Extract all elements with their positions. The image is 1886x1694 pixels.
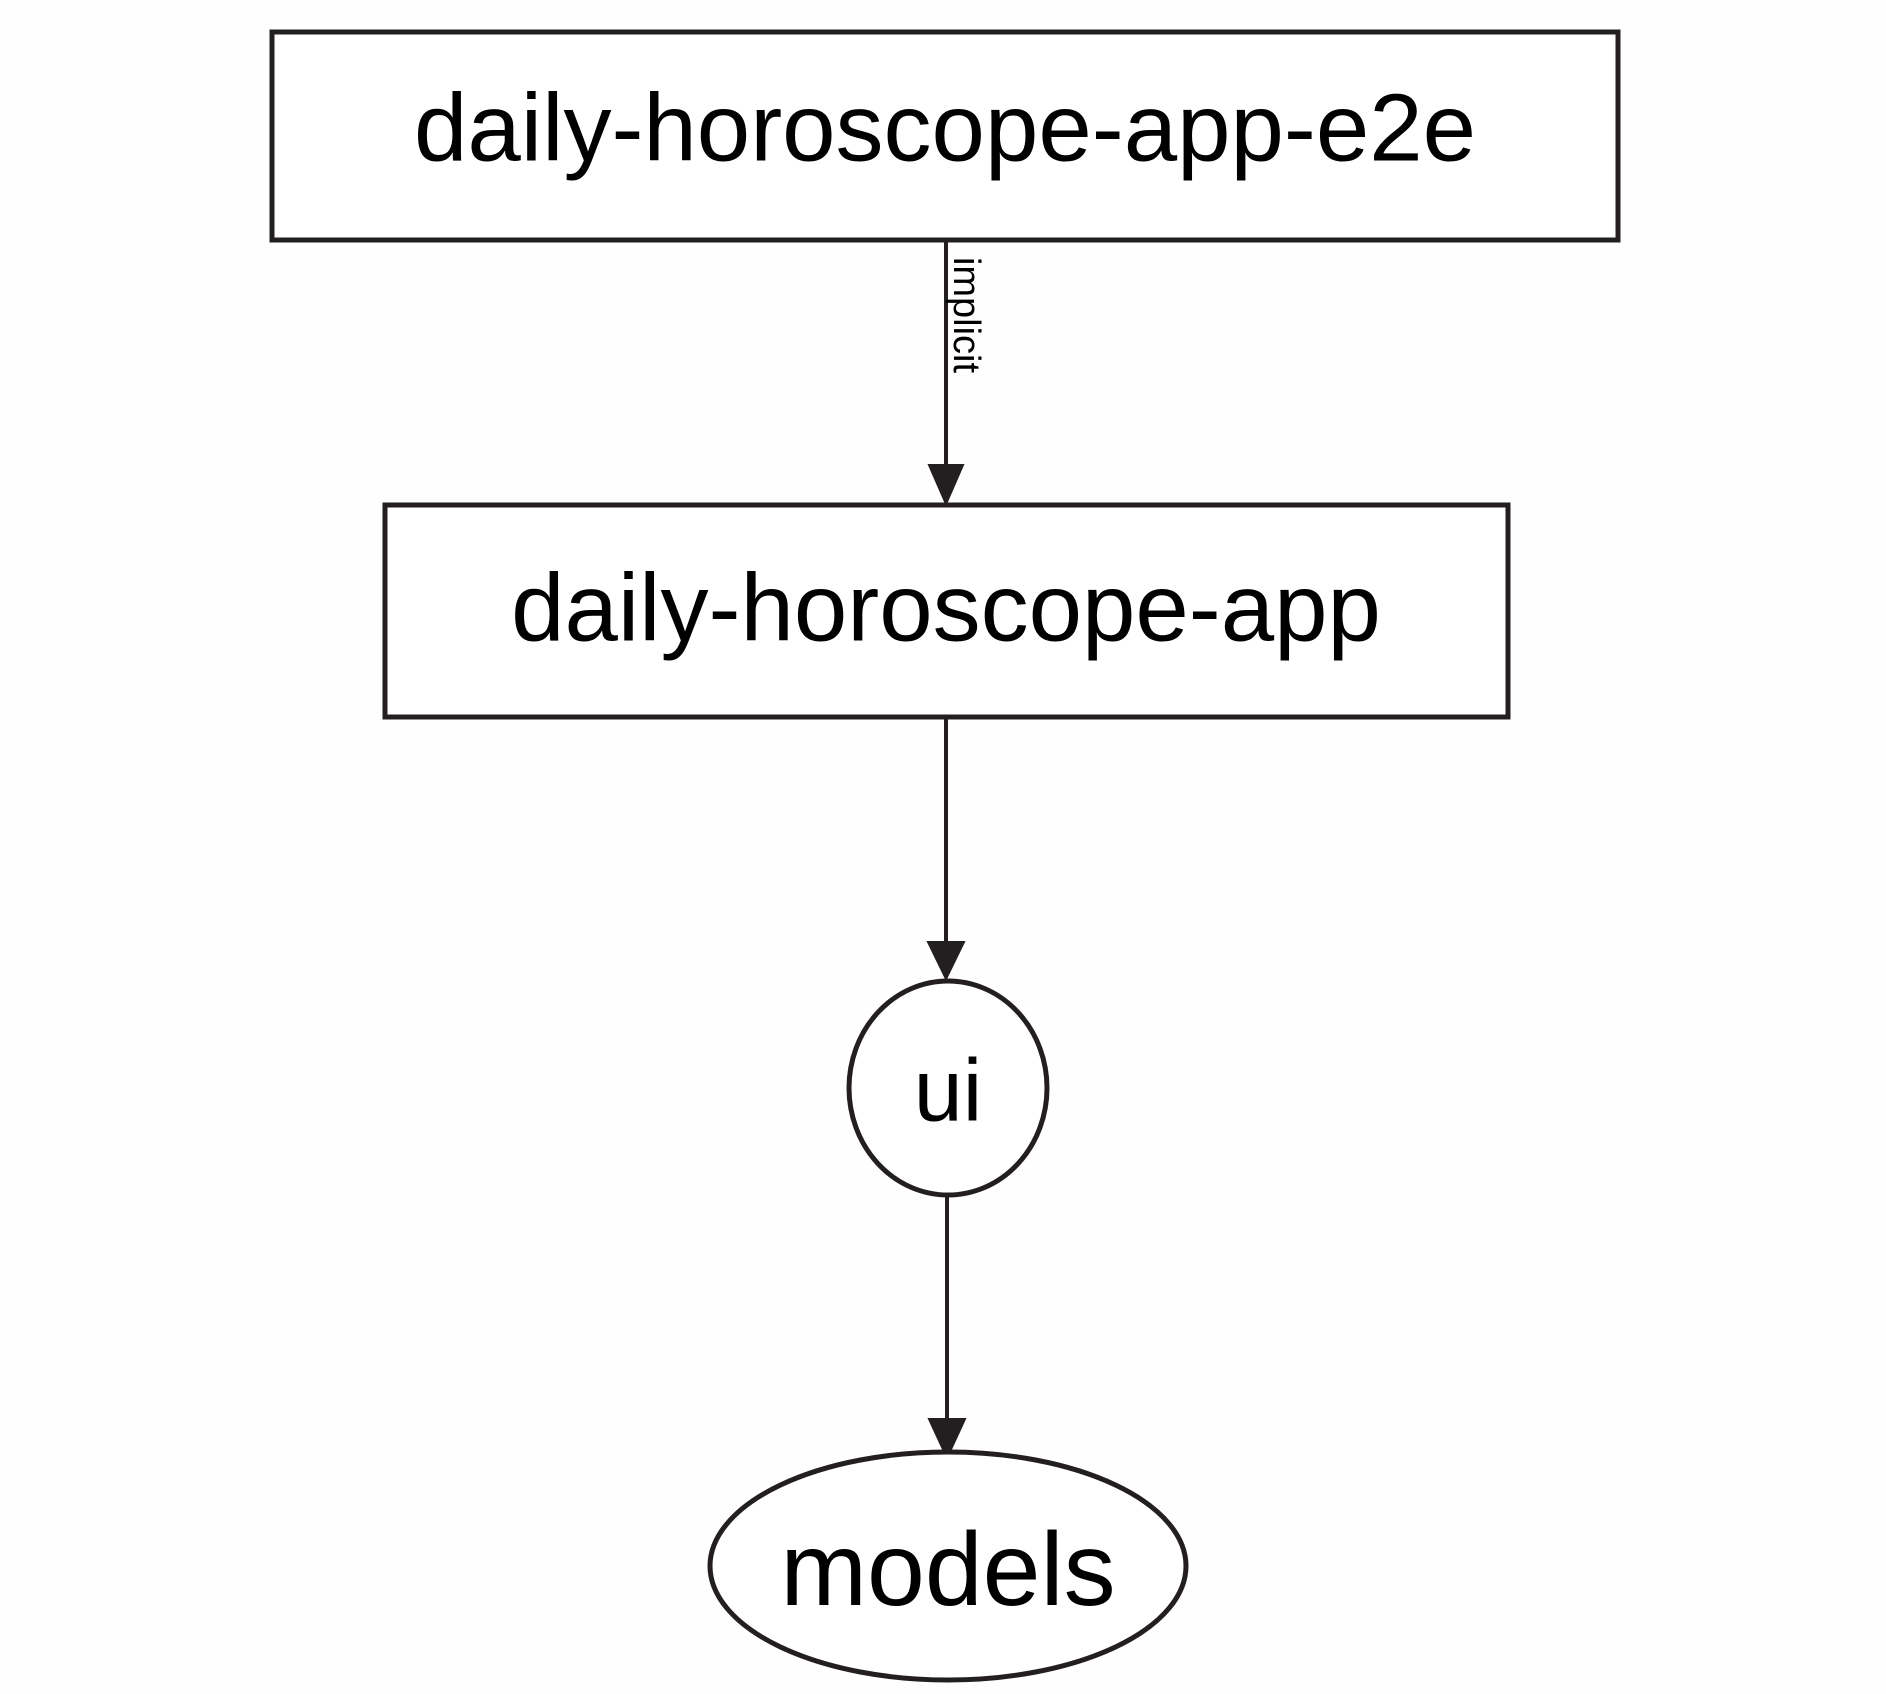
edge-app-to-ui[interactable]	[926, 718, 966, 982]
node-label-daily-horoscope-app-e2e: daily-horoscope-app-e2e	[414, 75, 1476, 182]
node-box-shape[interactable]	[269, 29, 1621, 243]
edge-e2e-to-app[interactable]: implicit	[927, 241, 987, 507]
node-ellipse-shape[interactable]	[707, 1449, 1189, 1683]
edge-arrowhead-icon	[927, 1418, 967, 1461]
edge-ui-to-models[interactable]	[927, 1195, 967, 1461]
node-label-ui: ui	[914, 1041, 983, 1140]
edge-label-implicit: implicit	[945, 257, 987, 374]
node-daily-horoscope-app[interactable]: daily-horoscope-app	[382, 502, 1511, 720]
node-label-models: models	[780, 1512, 1115, 1628]
edge-arrowhead-icon	[926, 941, 966, 982]
node-models[interactable]: models	[707, 1449, 1189, 1683]
edge-arrowhead-icon	[927, 464, 965, 507]
node-daily-horoscope-app-e2e[interactable]: daily-horoscope-app-e2e	[269, 29, 1621, 243]
node-label-daily-horoscope-app: daily-horoscope-app	[511, 555, 1381, 662]
node-box-shape[interactable]	[382, 502, 1511, 720]
node-ui[interactable]: ui	[846, 978, 1050, 1198]
